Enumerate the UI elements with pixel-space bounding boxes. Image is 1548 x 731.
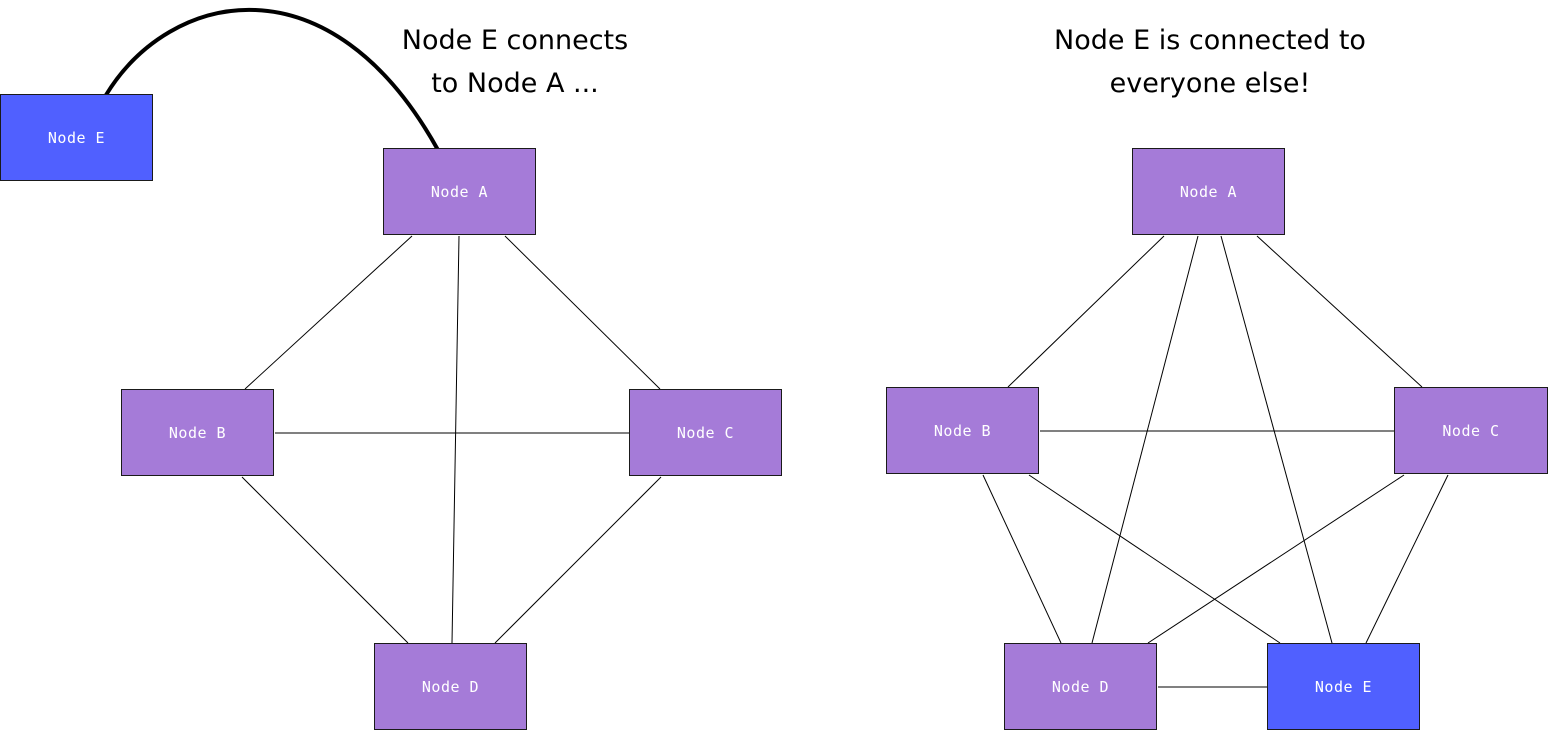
right-node-b: Node B [886,387,1039,474]
edge-right-a-d [1091,235,1199,644]
edge-left-c-d [494,476,662,644]
edge-left-e-a-new [104,7,440,151]
left-caption-line1: Node E connects [401,25,629,56]
edge-left-a-b [244,235,413,390]
left-node-a-label: Node A [430,182,489,201]
edge-left-a-c [504,235,661,390]
left-node-d: Node D [374,643,527,730]
left-caption-line2: to Node A ... [431,68,599,99]
right-node-d-label: Node D [1051,677,1110,696]
right-node-c-label: Node C [1442,421,1500,440]
edge-right-c-e [1365,474,1449,644]
left-node-b: Node B [121,389,274,476]
left-node-c-label: Node C [676,423,735,442]
right-caption-line2: everyone else! [1109,68,1311,99]
left-node-d-label: Node D [421,677,480,696]
left-node-b-label: Node B [168,423,227,442]
edge-right-b-e [1028,474,1281,644]
left-caption: Node E connects to Node A ... [380,19,650,105]
right-node-e: Node E [1267,643,1420,730]
edge-right-b-d [982,474,1062,644]
left-node-e: Node E [0,94,153,181]
edge-right-a-e [1220,235,1333,644]
edge-right-a-b [1007,235,1165,388]
edge-left-a-d [451,235,460,644]
left-node-c: Node C [629,389,782,476]
right-node-d: Node D [1004,643,1157,730]
left-node-a: Node A [383,148,536,235]
right-caption: Node E is connected to everyone else! [1030,19,1390,105]
right-node-a: Node A [1132,148,1285,235]
edge-right-a-c [1256,235,1423,388]
left-node-e-label: Node E [47,128,106,147]
right-node-a-label: Node A [1179,182,1238,201]
edge-right-c-d [1147,474,1405,644]
edge-left-b-d [241,476,409,644]
right-node-c: Node C [1394,387,1548,474]
right-node-e-label: Node E [1314,677,1373,696]
right-caption-line1: Node E is connected to [1054,25,1366,56]
right-node-b-label: Node B [933,421,992,440]
